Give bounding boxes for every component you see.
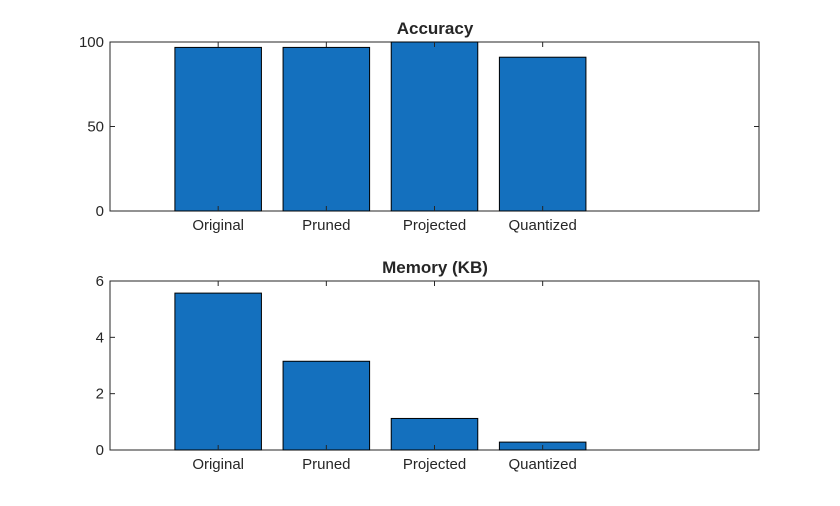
memory-xtick-label-original: Original: [192, 456, 244, 473]
memory-bar-pruned: [282, 360, 371, 451]
memory-chart-title: Memory (KB): [382, 258, 488, 277]
memory-xtick-label-projected: Projected: [403, 456, 466, 473]
accuracy-ytick-label-2: 100: [79, 34, 104, 51]
accuracy-ticks: Original Pruned Projected Quantized 0 50 100: [79, 34, 759, 234]
accuracy-bar-projected: [390, 41, 479, 212]
accuracy-ytick-label-0: 0: [96, 203, 104, 220]
memory-bar-original: [174, 292, 262, 451]
accuracy-bars: [174, 41, 587, 212]
accuracy-chart-title: Accuracy: [397, 19, 474, 38]
accuracy-xtick-label-projected: Projected: [403, 217, 466, 234]
accuracy-xtick-label-quantized: Quantized: [508, 217, 576, 234]
accuracy-ytick-label-1: 50: [87, 119, 104, 136]
memory-bar-projected: [390, 417, 479, 451]
memory-ytick-label-2: 4: [96, 329, 104, 346]
memory-bars: [174, 292, 587, 451]
accuracy-chart: Accuracy Original Pruned Projected Quantize…: [79, 19, 760, 234]
accuracy-bar-pruned: [282, 46, 371, 212]
memory-xtick-label-quantized: Quantized: [508, 456, 576, 473]
memory-ticks: Original Pruned Projected Quantized 0 2 4 6: [96, 273, 759, 473]
memory-xtick-label-pruned: Pruned: [302, 456, 350, 473]
accuracy-xtick-label-original: Original: [192, 217, 244, 234]
memory-ytick-label-0: 0: [96, 442, 104, 459]
accuracy-bar-original: [174, 46, 262, 212]
accuracy-bar-quantized: [498, 56, 587, 212]
memory-ytick-label-1: 2: [96, 386, 104, 403]
memory-chart: Memory (KB) Original Pruned Projected Quant…: [96, 258, 760, 473]
memory-ytick-label-3: 6: [96, 273, 104, 290]
accuracy-xtick-label-pruned: Pruned: [302, 217, 350, 234]
